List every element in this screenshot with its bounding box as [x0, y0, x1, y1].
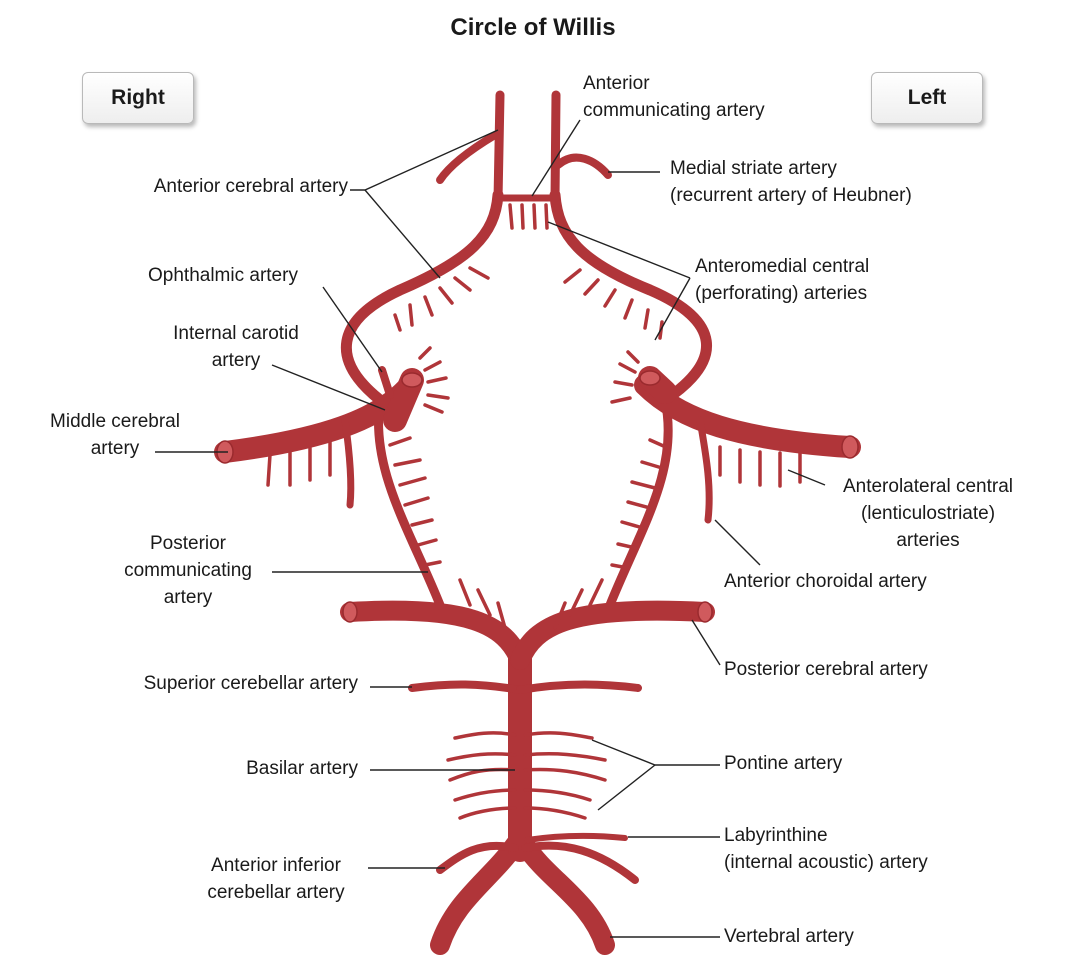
medial-striate-artery-right: [436, 131, 499, 184]
pca-right-end: [342, 601, 358, 623]
labyrinthine-artery-vessel: [524, 832, 628, 843]
right-side-label: Right: [82, 72, 194, 124]
internal-carotid-loop-right: [340, 189, 504, 406]
label-pontine-artery: Pontine artery: [724, 753, 843, 774]
aica-right: [436, 841, 519, 874]
label-middle-cerebral-artery: Middle cerebral artery: [50, 411, 180, 459]
posterior-communicating-artery-right: [374, 395, 445, 610]
ica-right-end: [401, 372, 423, 388]
diagram-title: Circle of Willis: [450, 14, 616, 41]
vertebral-artery-left: [515, 835, 615, 955]
posterior-cerebral-artery-right: [340, 600, 530, 670]
posterior-cerebral-artery-left: [510, 600, 715, 670]
leader-lines: [155, 119, 826, 938]
posterior-communicating-artery-left: [605, 395, 673, 610]
label-basilar-artery: Basilar artery: [246, 758, 358, 779]
label-anterior-inferior-cerebellar-artery: Anterior inferior cerebellar artery: [207, 855, 345, 903]
aica-left: [521, 841, 639, 884]
label-posterior-communicating-artery: Posterior communicating artery: [124, 533, 252, 608]
label-vertebral-artery: Vertebral artery: [724, 926, 854, 947]
ophthalmic-artery-vessel: [378, 366, 394, 399]
label-ophthalmic-artery: Ophthalmic artery: [148, 265, 298, 286]
label-superior-cerebellar-artery: Superior cerebellar artery: [143, 673, 358, 694]
label-labyrinthine-artery: Labyrinthine (internal acoustic) artery: [724, 825, 928, 873]
label-anteromedial-central-arteries: Anteromedial central (perforating) arter…: [695, 256, 870, 304]
label-anterolateral-central-arteries: Anterolateral central (lenticulostriate)…: [842, 476, 1014, 551]
perforating-branches: [266, 203, 802, 820]
ica-left-end: [639, 370, 661, 386]
medial-striate-artery-left: [554, 153, 612, 179]
label-anterior-communicating-artery: Anterior communicating artery: [583, 73, 765, 121]
label-anterior-choroidal-artery: Anterior choroidal artery: [724, 571, 927, 592]
anterior-choroidal-artery-right: [341, 416, 355, 509]
label-medial-striate-artery: Medial striate artery (recurrent artery …: [670, 158, 912, 206]
label-posterior-cerebral-artery: Posterior cerebral artery: [724, 659, 928, 680]
superior-cerebellar-artery-left: [516, 680, 642, 694]
mca-left-end: [841, 435, 859, 459]
pca-left-end: [697, 601, 713, 623]
anterior-cerebral-artery-right: [493, 90, 505, 205]
superior-cerebellar-artery-right: [408, 680, 524, 694]
label-internal-carotid-artery: Internal carotid artery: [173, 323, 299, 371]
internal-carotid-loop-left: [549, 189, 712, 406]
label-anterior-cerebral-artery: Anterior cerebral artery: [153, 176, 348, 197]
anterior-cerebral-artery-left: [550, 90, 561, 205]
left-side-label: Left: [871, 72, 983, 124]
vertebral-artery-right: [430, 835, 525, 955]
anterior-choroidal-artery-vessel: [696, 416, 713, 524]
